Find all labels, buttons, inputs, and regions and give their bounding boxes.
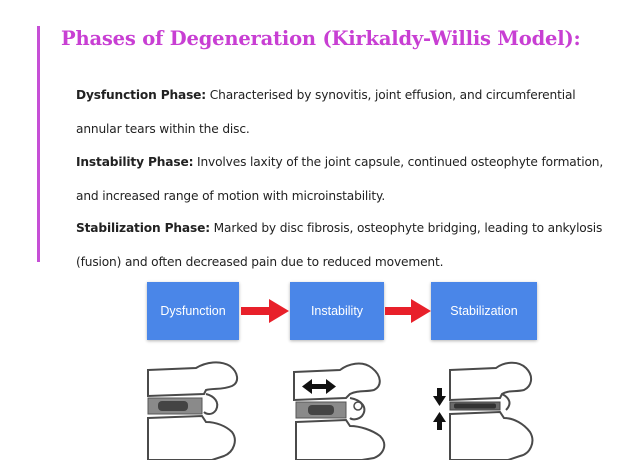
phase-description: Characterised by synovitis, joint effusi… xyxy=(76,88,576,136)
phase-name: Stabilization Phase: xyxy=(76,221,210,235)
phase-description: Involves laxity of the joint capsule, co… xyxy=(76,155,604,203)
arrow-down-icon xyxy=(433,388,446,406)
phase-stabilization: Stabilization Phase: Marked by disc fibr… xyxy=(76,211,616,279)
arrow-right-icon xyxy=(385,299,431,323)
phase-description: Marked by disc fibrosis, osteophyte brid… xyxy=(76,221,603,269)
phase-dysfunction: Dysfunction Phase: Characterised by syno… xyxy=(76,78,616,146)
vertebrae-instability-illustration xyxy=(293,362,386,460)
phase-name: Dysfunction Phase: xyxy=(76,88,207,102)
vertebrae-dysfunction-illustration xyxy=(147,361,238,460)
flow-box-instability: Instability xyxy=(290,282,384,340)
double-arrow-icon xyxy=(302,379,336,394)
arrow-up-icon xyxy=(433,412,446,430)
vertebrae-stabilization-illustration xyxy=(433,361,534,460)
phase-instability: Instability Phase: Involves laxity of th… xyxy=(76,145,616,213)
page-title: Phases of Degeneration (Kirkaldy-Willis … xyxy=(61,27,581,50)
accent-bar xyxy=(37,26,40,262)
arrow-right-icon xyxy=(241,299,289,323)
flow-box-stabilization: Stabilization xyxy=(431,282,537,340)
phase-name: Instability Phase: xyxy=(76,155,194,169)
flow-box-dysfunction: Dysfunction xyxy=(147,282,239,340)
